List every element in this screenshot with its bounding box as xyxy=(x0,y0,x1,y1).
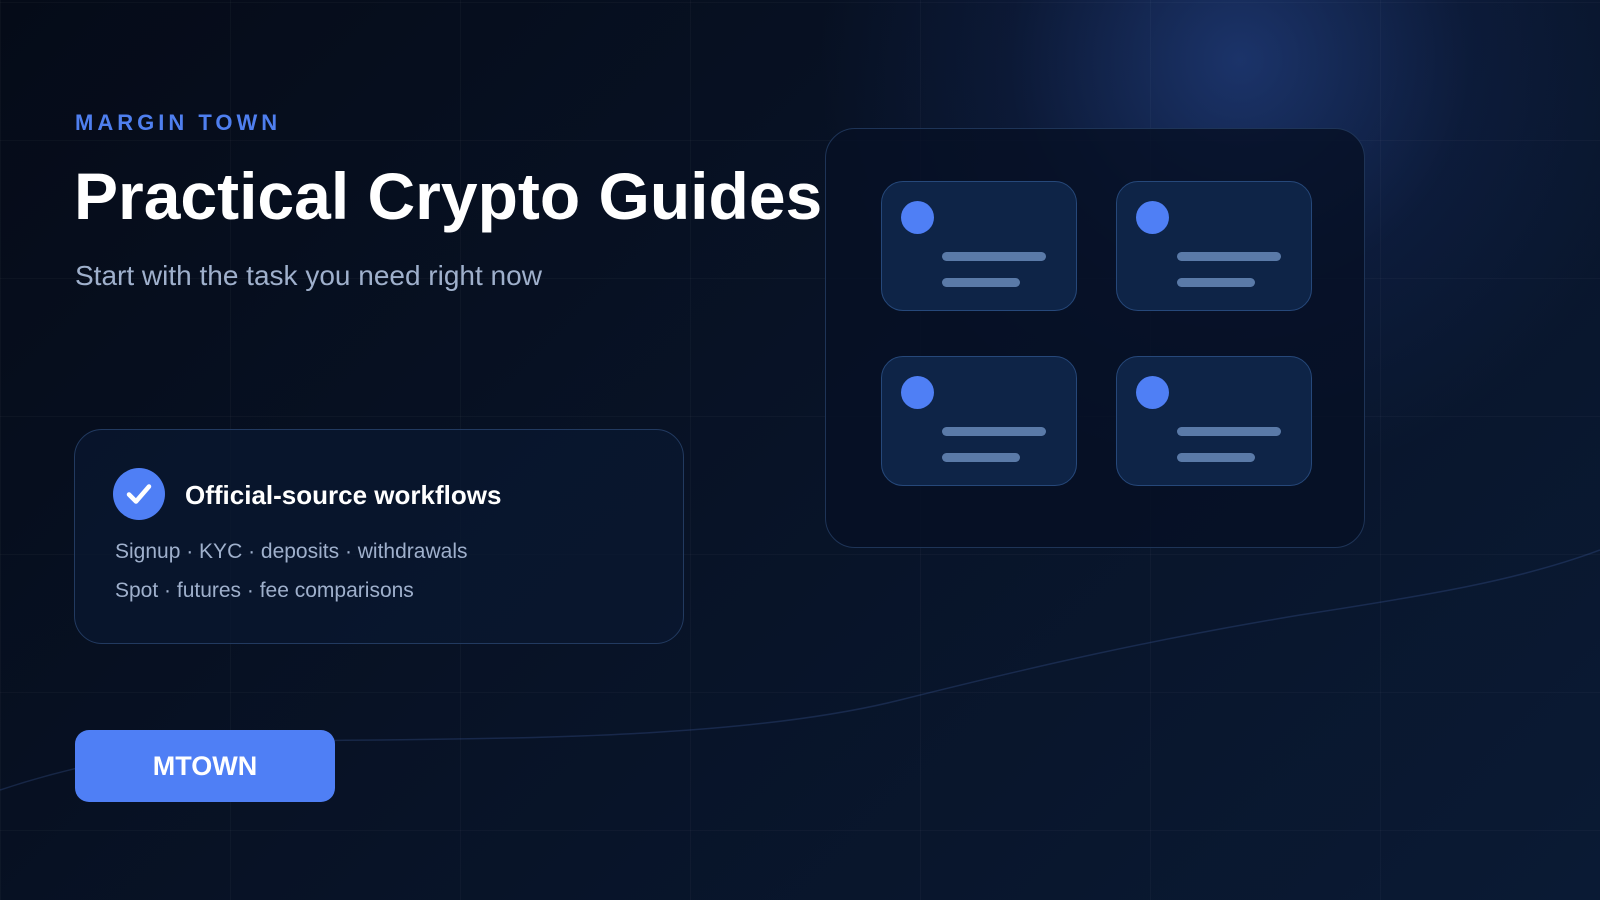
text-line-placeholder xyxy=(942,427,1046,436)
guide-card-placeholder xyxy=(881,181,1077,311)
guide-card-placeholder xyxy=(1116,181,1312,311)
dot-icon xyxy=(1136,376,1169,409)
guide-preview-panel xyxy=(825,128,1365,548)
feature-title: Official-source workflows xyxy=(185,480,502,510)
feature-line: Spot · futures · fee comparisons xyxy=(115,579,414,602)
feature-line: Signup · KYC · deposits · withdrawals xyxy=(115,540,468,563)
mtown-button[interactable]: MTOWN xyxy=(75,730,335,802)
dot-icon xyxy=(901,201,934,234)
dot-icon xyxy=(901,376,934,409)
text-line-placeholder xyxy=(1177,252,1281,261)
text-line-placeholder xyxy=(1177,453,1255,462)
dot-icon xyxy=(1136,201,1169,234)
page-title: Practical Crypto Guides xyxy=(74,159,823,233)
text-line-placeholder xyxy=(942,453,1020,462)
guide-card-placeholder xyxy=(881,356,1077,486)
page-subtitle: Start with the task you need right now xyxy=(75,260,542,291)
text-line-placeholder xyxy=(942,278,1020,287)
text-line-placeholder xyxy=(1177,278,1255,287)
text-line-placeholder xyxy=(1177,427,1281,436)
brand-eyebrow: MARGIN TOWN xyxy=(75,110,282,135)
guide-card-placeholder xyxy=(1116,356,1312,486)
text-line-placeholder xyxy=(942,252,1046,261)
feature-card: Official-source workflows Signup · KYC ·… xyxy=(74,429,684,644)
check-circle-icon xyxy=(113,468,165,520)
